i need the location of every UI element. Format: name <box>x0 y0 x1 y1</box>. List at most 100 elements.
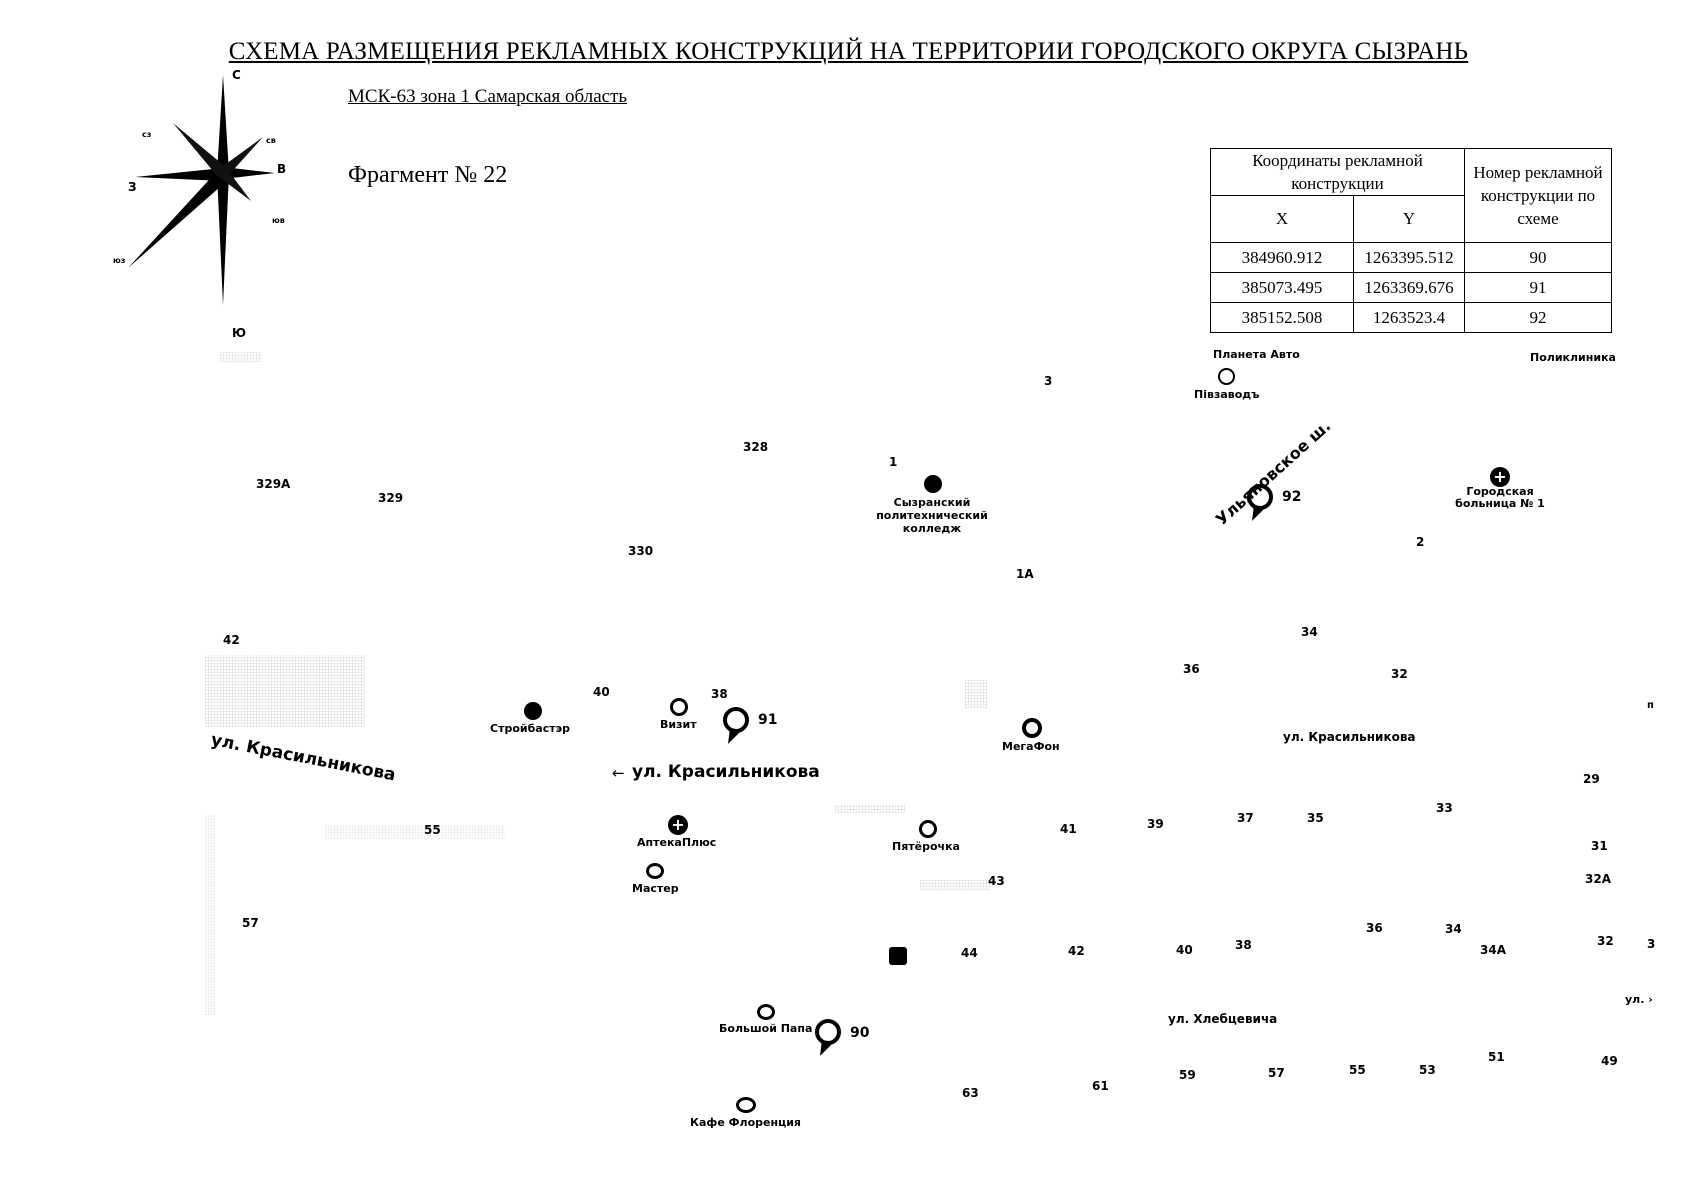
table-cell-number: 91 <box>1464 272 1612 303</box>
house-number: 36 <box>1183 662 1200 676</box>
compass-se-label: юв <box>272 216 285 225</box>
poi-label-apteka: АптекаПлюс <box>637 836 717 849</box>
education-icon <box>924 475 942 493</box>
house-number: 29 <box>1583 772 1600 786</box>
poi-label-pivzavod: Півзаводъ <box>1194 388 1260 401</box>
house-number: 32А <box>1585 872 1611 886</box>
house-number: 37 <box>1237 811 1254 825</box>
service-icon <box>646 863 664 879</box>
street-label-krasilnikova: ул. Красильникова <box>632 762 820 782</box>
house-number: 34 <box>1301 625 1318 639</box>
house-number: 1 <box>889 455 898 469</box>
map-pin-icon <box>720 706 752 746</box>
house-number: 32 <box>1391 667 1408 681</box>
table-cell-x: 384960.912 <box>1210 242 1354 273</box>
street-label-hlebcevicha: ул. Хлебцевича <box>1168 1012 1278 1026</box>
house-number: 53 <box>1419 1063 1436 1077</box>
cafe-icon <box>757 1004 775 1020</box>
house-number: 33 <box>1436 801 1453 815</box>
house-number: 42 <box>1068 944 1085 958</box>
table-cell-number: 90 <box>1464 242 1612 273</box>
compass-east-label: В <box>277 162 287 176</box>
house-number: 42 <box>223 633 240 647</box>
building-outline <box>325 825 505 839</box>
table-header-number: Номер рекламной конструкции по схеме <box>1464 148 1612 243</box>
poi-label-megafon: МегаФон <box>1002 740 1060 753</box>
house-number: 61 <box>1092 1079 1109 1093</box>
compass-rose-icon <box>105 65 305 345</box>
house-number: 40 <box>593 685 610 699</box>
building-outline <box>220 352 262 362</box>
coordinate-system-label: МСК-63 зона 1 Самарская область <box>348 86 628 107</box>
poi-label-bolshoy-papa: Большой Папа <box>719 1022 813 1035</box>
house-number: 329 <box>378 491 404 505</box>
house-number: 36 <box>1366 921 1383 935</box>
shop-icon <box>524 702 542 720</box>
shop-icon <box>670 698 688 716</box>
poi-label-pyaterochka: Пятёрочка <box>892 840 960 853</box>
house-number: 57 <box>1268 1066 1285 1080</box>
cafe-icon <box>736 1097 756 1113</box>
building-outline <box>205 655 365 727</box>
table-cell-number: 92 <box>1464 302 1612 333</box>
house-number: 3 <box>1044 374 1053 388</box>
pin-label-90: 90 <box>850 1025 870 1041</box>
table-cell-y: 1263395.512 <box>1353 242 1465 273</box>
house-number: 35 <box>1307 811 1324 825</box>
poi-label-poliklinika: Поликлиника <box>1530 351 1616 364</box>
house-number: 31 <box>1591 839 1608 853</box>
house-number: 44 <box>961 946 978 960</box>
house-number: п <box>1647 700 1654 711</box>
house-number: 63 <box>962 1086 979 1100</box>
building-outline <box>835 805 905 813</box>
supermarket-icon <box>919 820 937 838</box>
pin-label-92: 92 <box>1282 489 1302 505</box>
street-label-krasilnikova: ул. Красильникова <box>209 730 398 786</box>
table-cell-x: 385073.495 <box>1210 272 1354 303</box>
map-pin-icon <box>812 1018 844 1058</box>
compass-west-label: З <box>128 180 137 194</box>
house-number: 330 <box>628 544 654 558</box>
poi-label-kafe-florentsiya: Кафе Флоренция <box>690 1116 801 1129</box>
building-outline <box>920 880 990 890</box>
house-number: 2 <box>1416 535 1425 549</box>
house-number: 55 <box>1349 1063 1366 1077</box>
coordinates-table: Координаты рекламной конструкции Номер р… <box>1210 148 1612 333</box>
compass-south-label: Ю <box>232 326 247 340</box>
house-number: 43 <box>988 874 1005 888</box>
house-number: 34А <box>1480 943 1506 957</box>
house-number: 38 <box>1235 938 1252 952</box>
table-row: 385073.495 1263369.676 91 <box>1210 272 1612 303</box>
table-row: 384960.912 1263395.512 90 <box>1210 242 1612 273</box>
table-header-y: Y <box>1353 195 1465 243</box>
house-number: 3 <box>1647 937 1656 951</box>
poi-label-vizit: Визит <box>660 718 697 731</box>
table-cell-y: 1263369.676 <box>1353 272 1465 303</box>
shop-icon <box>1022 718 1042 738</box>
page-title: СХЕМА РАЗМЕЩЕНИЯ РЕКЛАМНЫХ КОНСТРУКЦИЙ Н… <box>228 38 1469 65</box>
compass-north-label: С <box>232 68 241 82</box>
table-header-x: X <box>1210 195 1354 243</box>
house-number: 41 <box>1060 822 1077 836</box>
arrow-left-icon: ← <box>612 764 625 782</box>
building-outline <box>205 815 215 1015</box>
house-number: 1А <box>1016 567 1034 581</box>
house-number: 40 <box>1176 943 1193 957</box>
house-number: 39 <box>1147 817 1164 831</box>
fragment-number: Фрагмент № 22 <box>348 162 508 188</box>
poi-label-stroybaster: Стройбастэр <box>490 722 570 735</box>
building-outline <box>965 680 987 708</box>
house-number: 329А <box>256 477 291 491</box>
poi-label-college: Сызранский политехнический колледж <box>876 496 988 535</box>
compass-nw-label: сз <box>142 130 152 139</box>
house-number: 57 <box>242 916 259 930</box>
compass-ne-label: св <box>266 136 276 145</box>
house-number: 59 <box>1179 1068 1196 1082</box>
map-pin-icon <box>1244 483 1276 523</box>
house-number: 51 <box>1488 1050 1505 1064</box>
house-number: 49 <box>1601 1054 1618 1068</box>
street-label-krasilnikova: ул. Красильникова <box>1283 730 1416 744</box>
house-number: 34 <box>1445 922 1462 936</box>
bus-stop-icon <box>889 947 907 965</box>
table-row: 385152.508 1263523.4 92 <box>1210 302 1612 333</box>
